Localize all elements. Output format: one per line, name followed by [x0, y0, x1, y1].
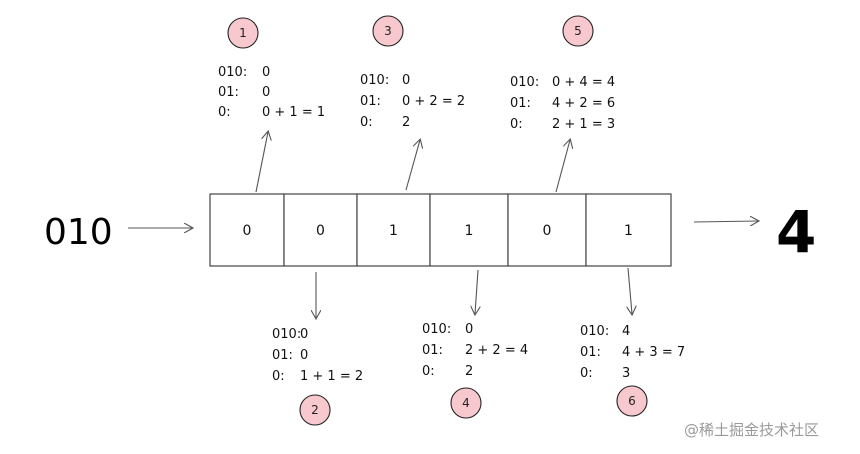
arrow-to-step-4 — [475, 269, 478, 314]
step-5: 5 010: 0 + 4 = 4 01: 4 + 2 = 6 0: 2 + 1 = 3 — [510, 15, 615, 132]
step-line-value: 0 — [300, 327, 308, 342]
step-line-value: 0 — [262, 85, 270, 100]
step-line-key: 010: — [272, 327, 301, 342]
step-1: 1 010: 0 01: 0 0: 0 + 1 = 1 — [218, 17, 325, 120]
result-value: 4 — [776, 198, 816, 266]
step-badge — [372, 15, 404, 47]
step-4: 4 010: 0 01: 2 + 2 = 4 0: 2 — [422, 322, 528, 419]
step-badge-number: 5 — [574, 24, 582, 38]
step-line-value: 0 + 1 = 1 — [262, 105, 325, 120]
step-line-key: 0: — [422, 364, 435, 379]
step-line-value: 0 + 2 = 2 — [402, 94, 465, 109]
step-line-value: 0 — [465, 322, 473, 337]
output-arrow — [693, 221, 758, 222]
input-string: 010 — [44, 212, 113, 253]
step-line-key: 01: — [218, 85, 239, 100]
dp-array: 0 0 1 1 0 1 — [209, 193, 672, 267]
step-line-key: 010: — [510, 75, 539, 90]
step-line-value: 2 — [402, 115, 410, 130]
step-badge — [299, 394, 331, 426]
dp-cell-value: 1 — [624, 223, 633, 239]
dp-cell-value: 0 — [243, 223, 252, 239]
step-badge-number: 2 — [311, 403, 319, 417]
step-badge — [450, 387, 482, 419]
step-line-value: 2 — [465, 364, 473, 379]
step-badge-number: 4 — [462, 396, 470, 410]
dp-cell: 1 — [585, 193, 672, 267]
step-line-key: 01: — [580, 345, 601, 360]
step-badge-number: 6 — [628, 394, 636, 408]
dp-cell-value: 0 — [316, 223, 325, 239]
dp-cell: 1 — [429, 193, 509, 267]
step-line-value: 3 — [622, 366, 630, 381]
step-badge — [616, 385, 648, 417]
dp-cell-value: 0 — [543, 223, 552, 239]
dp-cell-box — [283, 193, 358, 267]
step-line-value: 4 + 2 = 6 — [552, 96, 615, 111]
step-line-key: 010: — [218, 65, 247, 80]
dp-cell: 0 — [209, 193, 285, 267]
dp-cell: 0 — [507, 193, 587, 267]
step-badge-number: 3 — [384, 24, 392, 38]
dp-cell-box — [585, 193, 672, 267]
step-line-key: 0: — [218, 105, 231, 120]
step-line-value: 2 + 2 = 4 — [465, 343, 528, 358]
step-line-key: 01: — [510, 96, 531, 111]
dp-cell-value: 1 — [465, 223, 474, 239]
step-6: 6 010: 4 01: 4 + 3 = 7 0: 3 — [580, 324, 685, 417]
step-line-key: 010: — [422, 322, 451, 337]
dp-cell: 0 — [283, 193, 358, 267]
step-line-key: 01: — [272, 348, 293, 363]
arrow-to-step-3 — [405, 140, 420, 191]
arrow-to-step-5 — [555, 140, 570, 193]
step-line-value: 2 + 1 = 3 — [552, 117, 615, 132]
step-line-key: 010: — [580, 324, 609, 339]
dp-cell: 1 — [356, 193, 431, 267]
step-line-value: 0 + 4 = 4 — [552, 75, 615, 90]
step-line-key: 01: — [422, 343, 443, 358]
step-arrows — [255, 132, 632, 318]
watermark: @稀土掘金技术社区 — [684, 421, 819, 439]
step-line-value: 4 — [622, 324, 630, 339]
arrow-to-step-6 — [628, 267, 632, 314]
step-line-value: 0 — [262, 65, 270, 80]
step-line-value: 0 — [402, 73, 410, 88]
step-badge-number: 1 — [239, 26, 247, 40]
step-line-key: 0: — [580, 366, 593, 381]
step-3: 3 010: 0 01: 0 + 2 = 2 0: 2 — [360, 15, 465, 130]
step-line-key: 010: — [360, 73, 389, 88]
step-line-key: 0: — [360, 115, 373, 130]
arrow-to-step-1 — [255, 132, 268, 193]
step-line-key: 01: — [360, 94, 381, 109]
step-badge — [227, 17, 259, 49]
dp-cell-box — [356, 193, 431, 267]
step-line-key: 0: — [272, 369, 285, 384]
step-line-value: 1 + 1 = 2 — [300, 369, 363, 384]
dp-cell-value: 1 — [389, 223, 398, 239]
step-line-value: 0 — [300, 348, 308, 363]
step-line-value: 4 + 3 = 7 — [622, 345, 685, 360]
step-line-key: 0: — [510, 117, 523, 132]
step-badge — [562, 15, 594, 47]
